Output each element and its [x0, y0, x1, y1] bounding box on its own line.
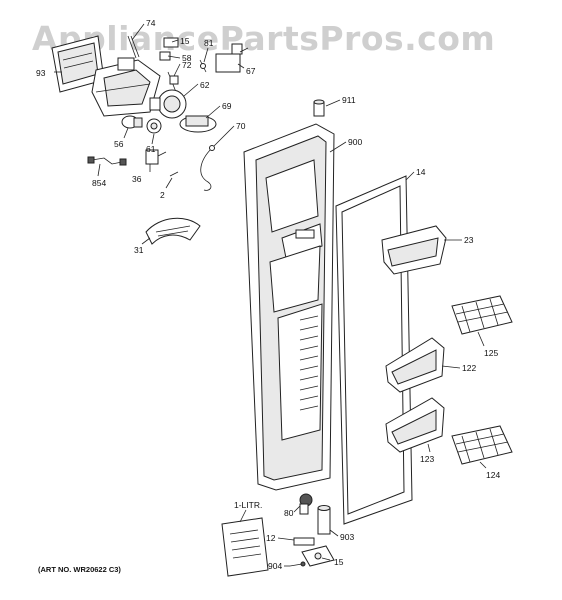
- watermark-text: AppliancePartsPros.com: [32, 19, 495, 58]
- part-124-shelf-rack: [451, 425, 513, 465]
- part-122-bin: [385, 337, 445, 393]
- part-80-cam: [299, 493, 313, 515]
- callout-69: 69: [222, 101, 232, 111]
- callout-67: 67: [246, 66, 256, 76]
- callout-93: 93: [36, 68, 46, 78]
- part-123-bin: [385, 397, 445, 453]
- callout-36: 36: [132, 174, 142, 184]
- callout-903: 903: [340, 532, 354, 542]
- part-36-switch: [145, 149, 167, 165]
- part-911-bushing: [313, 99, 325, 117]
- art-number: (ART NO. WR20622 C3): [38, 565, 121, 574]
- part-31-grille: [145, 217, 201, 245]
- callout-61: 61: [146, 144, 156, 154]
- part-904-screw: [289, 561, 306, 567]
- part-67-actuator: [215, 43, 249, 73]
- part-70-harness: [200, 145, 215, 191]
- part-62-motor: [149, 89, 187, 119]
- callout-12: 12: [266, 533, 276, 543]
- callout-124: 124: [486, 470, 500, 480]
- callout-123: 123: [420, 454, 434, 464]
- part-69-solenoid: [179, 115, 217, 133]
- callout-72: 72: [182, 60, 192, 70]
- part-903-pin: [317, 505, 331, 535]
- callout-14: 14: [416, 167, 426, 177]
- callout-15-bottom: 15: [334, 557, 344, 567]
- part-literature-booklet: [221, 517, 269, 577]
- part-93-dispenser-cover: [51, 35, 105, 93]
- part-61-socket: [146, 118, 162, 134]
- callout-labels: 74 15 58 81 67 93 72 62 911 69 70 900 56…: [36, 18, 500, 571]
- leader-lines: [54, 23, 487, 567]
- callout-56: 56: [114, 139, 124, 149]
- callout-81: 81: [204, 38, 214, 48]
- callout-62: 62: [200, 80, 210, 90]
- callout-23: 23: [464, 235, 474, 245]
- part-2-screw: [169, 171, 179, 177]
- part-125-shelf-rack: [451, 295, 513, 335]
- callout-911: 911: [342, 95, 356, 105]
- callout-58: 58: [182, 53, 192, 63]
- callout-1-litr: 1-LITR.: [234, 500, 262, 510]
- part-23-bin: [381, 225, 447, 275]
- callout-31: 31: [134, 245, 144, 255]
- callout-854: 854: [92, 178, 106, 188]
- callout-70: 70: [236, 121, 246, 131]
- callout-122: 122: [462, 363, 476, 373]
- callout-900: 900: [348, 137, 362, 147]
- callout-15-top: 15: [180, 36, 190, 46]
- callout-2: 2: [160, 190, 165, 200]
- part-14-gasket: [335, 175, 413, 525]
- part-900-door: [243, 123, 335, 491]
- part-12-bracket: [293, 537, 315, 546]
- part-15-hinge: [301, 545, 335, 567]
- part-854-wire: [87, 156, 127, 166]
- part-main-housing: [91, 57, 161, 117]
- door-ribs: [299, 315, 319, 411]
- callout-904: 904: [268, 561, 282, 571]
- part-72-lever: [167, 71, 179, 93]
- part-15-clip: [163, 37, 179, 48]
- callout-80: 80: [284, 508, 294, 518]
- callout-74: 74: [146, 18, 156, 28]
- part-56-lamp: [121, 115, 143, 129]
- part-81-screw: [199, 59, 207, 73]
- callout-125: 125: [484, 348, 498, 358]
